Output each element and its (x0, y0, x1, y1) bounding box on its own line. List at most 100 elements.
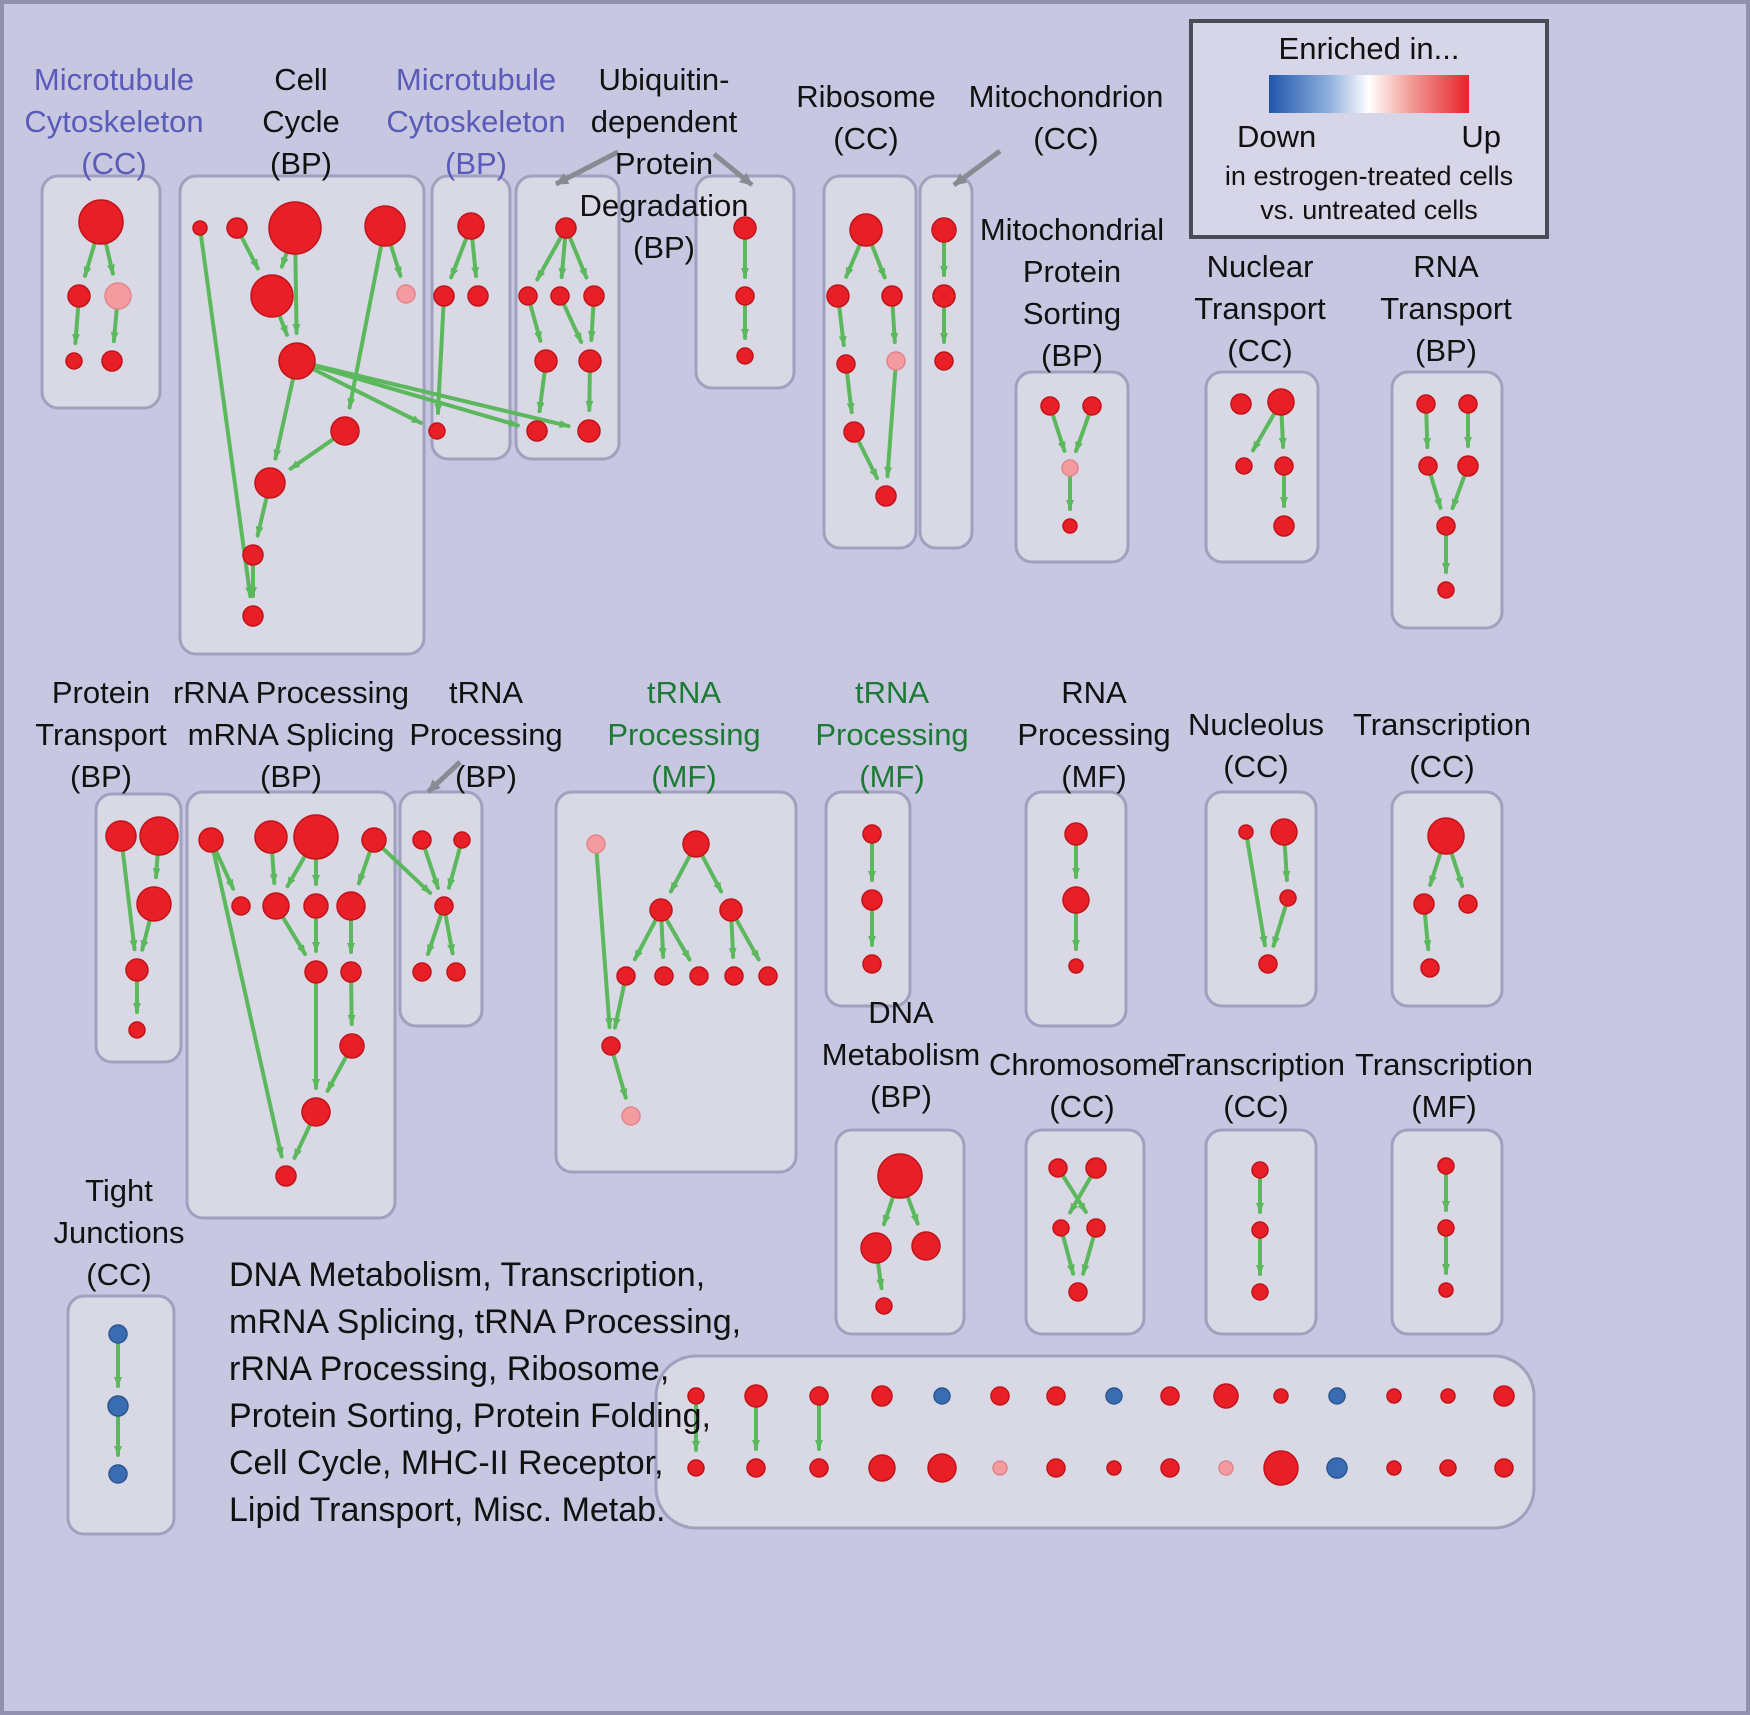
hierarchy-edge (668, 854, 692, 894)
go-term-node (242, 605, 264, 627)
go-term-node (746, 1458, 766, 1478)
hierarchy-edge (562, 303, 584, 344)
go-term-node (104, 282, 132, 310)
go-term-node (886, 351, 906, 371)
go-term-node (1105, 1387, 1123, 1405)
go-term-node (526, 420, 548, 442)
hierarchy-edge (876, 1261, 885, 1291)
go-term-node (577, 419, 601, 443)
go-term-node (434, 896, 454, 916)
go-term-node (1437, 1219, 1455, 1237)
go-term-node (1457, 455, 1479, 477)
hierarchy-edge (1278, 413, 1287, 450)
go-term-node (875, 1297, 893, 1315)
hierarchy-edge (1428, 852, 1443, 887)
go-term-node (877, 1153, 923, 1199)
go-term-node (733, 216, 757, 240)
go-term-node (1085, 1157, 1107, 1179)
hierarchy-edge (426, 913, 443, 956)
hierarchy-edge (313, 364, 520, 428)
go-term-node (1251, 1283, 1269, 1301)
label-ubiquitin-dependent-protein-degradation-bp: Ubiquitin- dependent Protein Degradation… (579, 62, 749, 265)
hierarchy-edge (1074, 413, 1091, 454)
hierarchy-edge (356, 850, 372, 886)
hierarchy-edge (423, 847, 440, 890)
hierarchy-edge (152, 853, 161, 880)
go-term-node (583, 285, 605, 307)
go-term-node (1437, 581, 1455, 599)
hierarchy-edge (72, 305, 81, 346)
go-term-node (67, 284, 91, 308)
go-term-node (1386, 1388, 1402, 1404)
go-term-node (108, 1464, 128, 1484)
label-trna-processing-bp: tRNA Processing (BP) (409, 675, 563, 794)
hierarchy-edge (281, 915, 308, 957)
hierarchy-edge (211, 850, 284, 1159)
go-term-node (412, 830, 432, 850)
go-term-node (125, 958, 149, 982)
label-trna-processing-mf-large: tRNA Processing (MF) (607, 675, 761, 794)
cluster-box-protein-transport (94, 792, 183, 1064)
go-term-node (231, 896, 251, 916)
label-transcription-cc-lower: Transcription (CC) (1166, 1047, 1346, 1124)
hierarchy-edge (585, 370, 594, 413)
label-trna-processing-mf-small: tRNA Processing (MF) (815, 675, 969, 794)
hierarchy-edge (884, 368, 898, 479)
cluster-box-chromosome-cc (1024, 1128, 1146, 1336)
label-pointer-arrow (712, 152, 754, 187)
hierarchy-edge (1245, 837, 1268, 948)
label-ribosome-cc: Ribosome (CC) (796, 79, 936, 156)
go-term-node (304, 960, 328, 984)
go-term-node (578, 349, 602, 373)
hierarchy-edge (292, 252, 301, 336)
go-term-node (1218, 1460, 1234, 1476)
hierarchy-edge (1428, 473, 1443, 510)
go-term-node (467, 285, 489, 307)
label-dna-metabolism-bp: DNA Metabolism (BP) (821, 995, 981, 1114)
go-term-node (226, 217, 248, 239)
go-term-node (78, 199, 124, 245)
go-term-node (687, 1459, 705, 1477)
hierarchy-edge (700, 854, 724, 894)
hierarchy-edge (734, 918, 761, 962)
go-term-node (992, 1460, 1008, 1476)
go-term-node (843, 421, 865, 443)
go-term-node (1062, 886, 1090, 914)
hierarchy-edge (311, 367, 423, 425)
go-term-node (861, 889, 883, 911)
go-term-node (293, 814, 339, 860)
hierarchy-edge (568, 236, 589, 280)
go-term-node (336, 891, 366, 921)
go-term-node (428, 422, 446, 440)
hierarchy-edge (1081, 1235, 1096, 1276)
legend-up-label: Up (1461, 119, 1501, 154)
go-term-node (1437, 1157, 1455, 1175)
go-term-node (433, 285, 455, 307)
hierarchy-edge (558, 236, 568, 280)
go-term-node (1439, 1459, 1457, 1477)
go-term-node (860, 1232, 892, 1264)
go-term-node (65, 352, 83, 370)
go-term-node (242, 544, 264, 566)
hierarchy-edge (277, 314, 289, 337)
hierarchy-edge (587, 304, 596, 343)
go-term-node (275, 1165, 297, 1187)
go-term-node (744, 1384, 768, 1408)
go-term-node (1068, 958, 1084, 974)
go-term-node (1251, 1161, 1269, 1179)
go-term-node (758, 966, 778, 986)
go-term-node (1061, 459, 1079, 477)
hierarchy-edge (664, 918, 692, 962)
go-term-node (101, 350, 123, 372)
network-svg (40, 148, 1536, 1536)
go-term-node (1273, 515, 1295, 537)
label-transcription-cc-upper: Transcription (CC) (1352, 707, 1532, 784)
go-term-node (1258, 954, 1278, 974)
label-nucleolus-cc: Nucleolus (CC) (1187, 707, 1325, 784)
hierarchy-edge (845, 371, 855, 415)
go-term-node (1274, 456, 1294, 476)
go-term-node (1062, 518, 1078, 534)
hierarchy-edge (870, 243, 887, 280)
hierarchy-edge (347, 980, 356, 1027)
go-term-node (1064, 822, 1088, 846)
